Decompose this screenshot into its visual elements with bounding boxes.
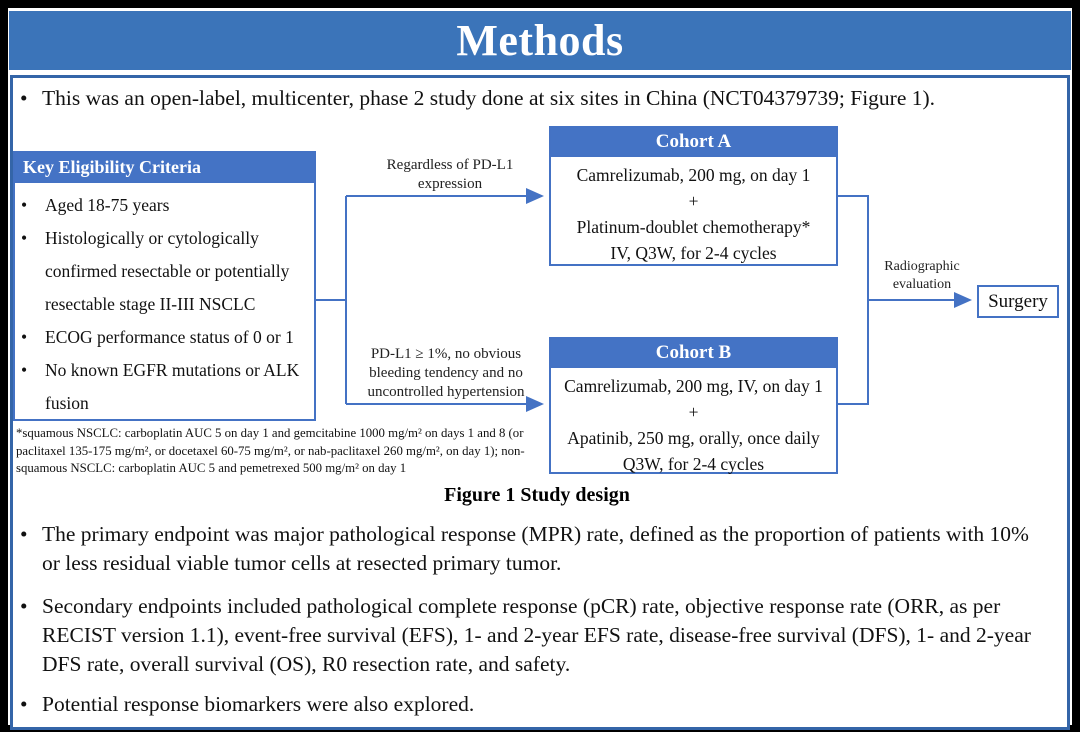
eligibility-item: • No known EGFR mutations or ALK fusion (15, 354, 314, 420)
figure-caption: Figure 1 Study design (444, 484, 630, 506)
cohort-a-line: IV, Q3W, for 2-4 cycles (610, 243, 777, 263)
slide-title-bar: Methods (9, 11, 1071, 70)
cohort-a-header: Cohort A (551, 128, 836, 157)
bullet-intro-text: This was an open-label, multicenter, pha… (42, 86, 936, 110)
bullet-primary-endpoint: • The primary endpoint was major patholo… (20, 520, 1045, 578)
cohort-b-content: Camrelizumab, 200 mg, IV, on day 1 + Apa… (551, 368, 836, 477)
bullet-primary-text: The primary endpoint was major pathologi… (42, 522, 1029, 575)
bullet-marker: • (20, 692, 28, 716)
surgery-box: Surgery (977, 285, 1059, 318)
branch-label-cohort-a: Regardless of PD-L1 expression (386, 157, 514, 192)
cohort-b-header: Cohort B (551, 339, 836, 368)
branch-label-cohort-b: PD-L1 ≥ 1%, no obvious bleeding tendency… (367, 346, 525, 400)
eligibility-item: • Histologically or cytologically confir… (15, 222, 314, 321)
eligibility-box: Key Eligibility Criteria • Aged 18-75 ye… (13, 151, 316, 421)
cohort-b-box: Cohort B Camrelizumab, 200 mg, IV, on da… (549, 337, 838, 474)
bullet-marker: • (20, 86, 28, 110)
bullet-marker: • (21, 360, 28, 380)
cohort-a-content: Camrelizumab, 200 mg, on day 1 + Platinu… (551, 157, 836, 266)
cohort-b-line: + (688, 402, 699, 422)
bullet-secondary-endpoints: • Secondary endpoints included pathologi… (20, 592, 1045, 679)
bullet-marker: • (20, 522, 28, 546)
bullet-marker: • (20, 594, 28, 618)
cohort-a-box: Cohort A Camrelizumab, 200 mg, on day 1 … (549, 126, 838, 266)
bullet-marker: • (21, 228, 28, 248)
evaluation-label: Radiographic evaluation (884, 259, 960, 292)
eligibility-item-text: Aged 18-75 years (45, 195, 170, 215)
page-title: Methods (456, 16, 624, 65)
cohort-b-line: Camrelizumab, 200 mg, IV, on day 1 (564, 376, 823, 396)
bullet-secondary-text: Secondary endpoints included pathologica… (42, 594, 1031, 676)
bullet-marker: • (21, 195, 28, 215)
eligibility-list: • Aged 18-75 years • Histologically or c… (15, 183, 314, 420)
eligibility-item: • ECOG performance status of 0 or 1 (15, 321, 314, 354)
cohort-b-line: Apatinib, 250 mg, orally, once daily (567, 428, 820, 448)
cohort-b-line: Q3W, for 2-4 cycles (622, 454, 765, 474)
bullet-biomarkers-text: Potential response biomarkers were also … (42, 692, 475, 716)
eligibility-item-text: ECOG performance status of 0 or 1 (45, 327, 294, 347)
cohort-a-line: Camrelizumab, 200 mg, on day 1 (576, 165, 811, 185)
cohort-a-line: + (688, 191, 699, 211)
eligibility-header: Key Eligibility Criteria (15, 153, 314, 183)
figure-footnote: *squamous NSCLC: carboplatin AUC 5 on da… (16, 426, 525, 475)
eligibility-item-text: No known EGFR mutations or ALK fusion (45, 360, 300, 413)
bullet-intro: • This was an open-label, multicenter, p… (20, 84, 1050, 113)
bullet-marker: • (21, 327, 28, 347)
eligibility-item-text: Histologically or cytologically confirme… (45, 228, 290, 314)
bullet-biomarkers: • Potential response biomarkers were als… (20, 690, 1045, 719)
cohort-a-line: Platinum-doublet chemotherapy* (576, 217, 811, 237)
eligibility-item: • Aged 18-75 years (15, 189, 314, 222)
